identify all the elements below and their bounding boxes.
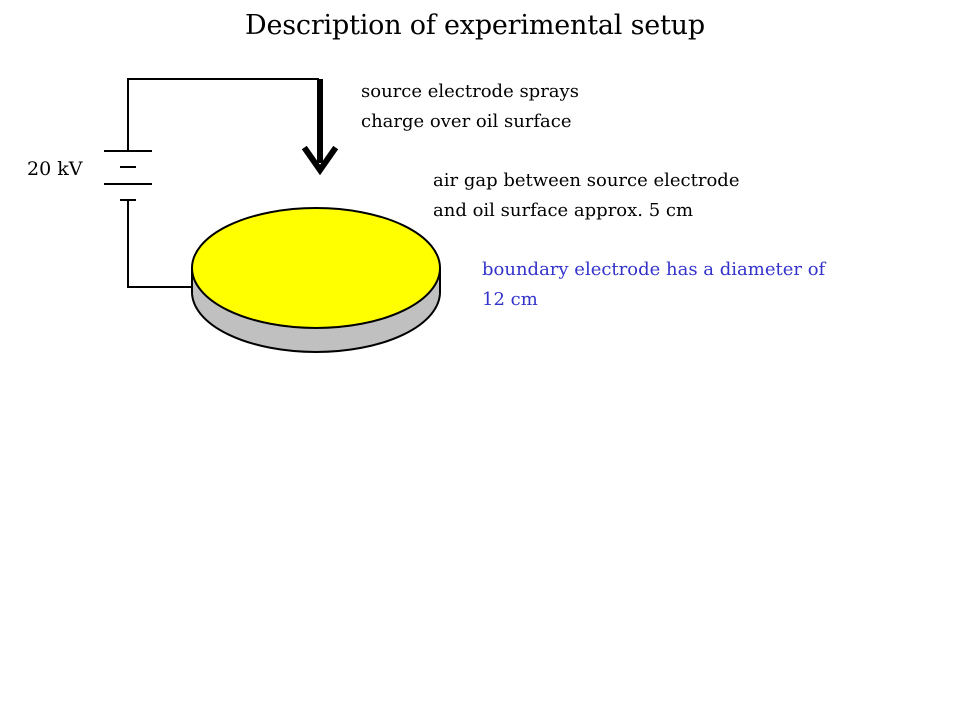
- source-note-line: charge over oil surface: [361, 111, 572, 132]
- gap-note-line: air gap between source electrode: [433, 170, 740, 191]
- oil-surface: [191, 207, 441, 329]
- source-wire: [127, 78, 319, 150]
- boundary-note-line: 12 cm: [482, 289, 538, 310]
- source-electrode-arrow-icon: [301, 79, 339, 176]
- boundary-note-line: boundary electrode has a diameter of: [482, 259, 826, 280]
- gap-note-line: and oil surface approx. 5 cm: [433, 200, 694, 221]
- boundary-electrode-note: boundary electrode has a diameter of 12 …: [482, 255, 825, 315]
- ground-wire: [127, 200, 192, 288]
- source-note-line: source electrode sprays: [361, 81, 579, 102]
- battery-icon: [104, 150, 152, 201]
- voltage-label: 20 kV: [27, 158, 83, 180]
- page-title: Description of experimental setup: [245, 10, 705, 41]
- air-gap-note: air gap between source electrode and oil…: [433, 166, 739, 226]
- boundary-electrode-dish: [191, 207, 441, 353]
- source-electrode-note: source electrode sprays charge over oil …: [361, 77, 579, 137]
